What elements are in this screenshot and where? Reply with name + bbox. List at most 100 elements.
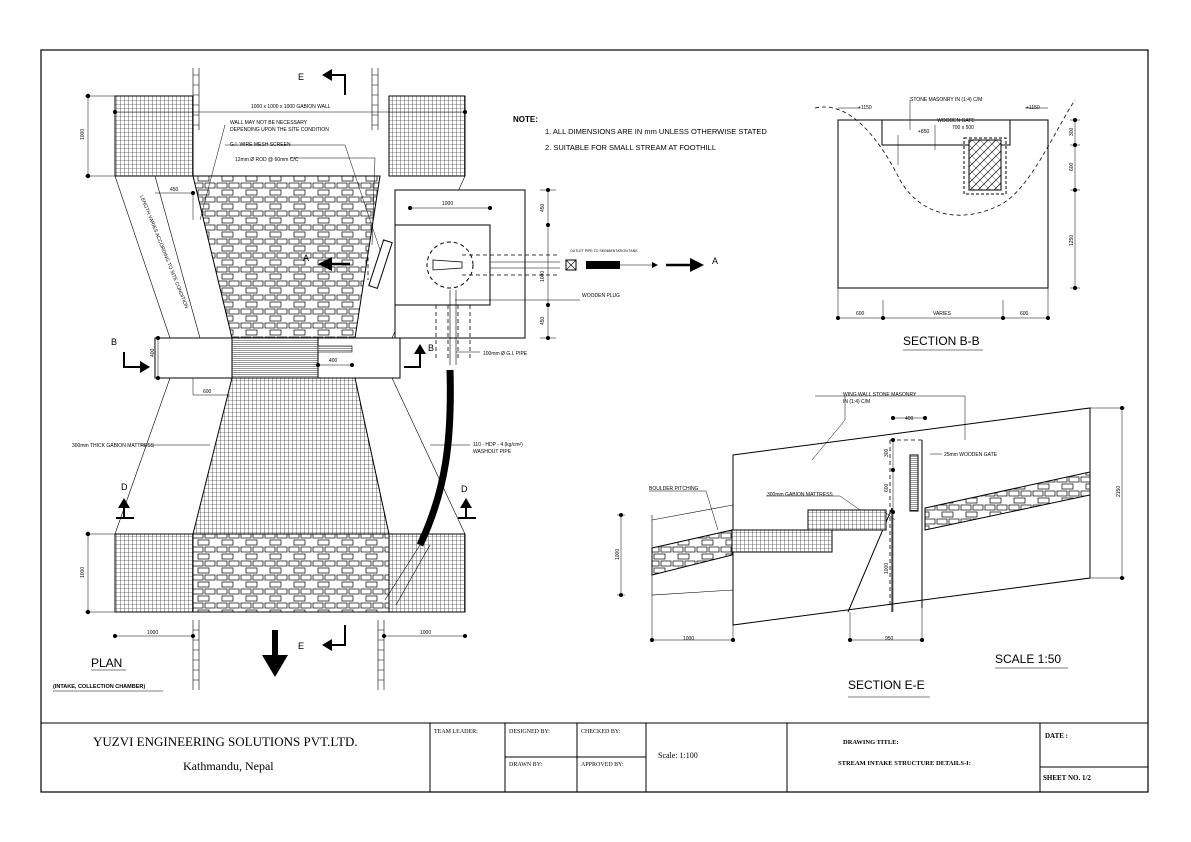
ee-mattress-1 — [731, 529, 833, 553]
gabion-wall-bottom-right — [388, 533, 466, 613]
plan-label-wall-note-2: DEPENDING UPON THE SITE CONDITION — [230, 127, 329, 133]
washout-pipe — [416, 369, 454, 547]
dim-dots — [85, 93, 550, 638]
dim-600: 600 — [203, 389, 212, 395]
gabion-wall-top-left — [114, 95, 194, 177]
dim-450-c: 450 — [540, 316, 546, 325]
section-ee-title: SECTION E-E — [848, 678, 925, 692]
plan-label-outlet-pipe: OUTLET PIPE TO SEDIMENTATION TANK — [570, 249, 638, 253]
ee-label-boulder: BOULDER PITCHING — [649, 486, 699, 492]
weir-screen — [231, 337, 319, 379]
collection-chamber-inner — [394, 224, 491, 306]
section-bb-title: SECTION B-B — [903, 334, 980, 348]
ee-gate — [909, 454, 919, 512]
bank-ticks — [193, 74, 384, 681]
plan-label-washout-2: WASHOUT PIPE — [473, 449, 512, 455]
mark-a-right: A — [712, 256, 718, 266]
bb-dim-600v: 600 — [1069, 162, 1075, 171]
note-1: 1. ALL DIMENSIONS ARE IN mm UNLESS OTHER… — [545, 127, 767, 136]
ee-label-wing-wall-1: WING WALL STONE MASONRY — [843, 392, 917, 398]
date-label: DATE : — [1045, 732, 1068, 740]
bb-dim-600b: 600 — [1020, 311, 1029, 317]
mark-d-left: D — [121, 482, 128, 492]
mark-b-left: B — [111, 337, 117, 347]
sheet-number: SHEET NO. 1/2 — [1043, 774, 1091, 782]
ee-dim-400: 400 — [905, 416, 914, 422]
dim-1000-bl: 1000 — [147, 630, 158, 636]
dim-1000-ch: 1000 — [442, 201, 453, 207]
company-location: Kathmandu, Nepal — [183, 759, 274, 773]
bb-wooden-gate — [968, 139, 1002, 191]
flow-arrow — [262, 630, 288, 677]
ee-label-wing-wall-2: IN (1:4) C/M — [843, 399, 870, 405]
plan-label-gi-pipe: 100mm Ø G.I. PIPE — [483, 351, 528, 357]
scale-value: Scale: 1:100 — [658, 751, 698, 760]
dim-400-a: 400 — [150, 348, 156, 357]
plan-label-washout-1: 110 - HDP - 4 (kg/cm²) — [473, 442, 523, 448]
dim-1000-left: 1000 — [80, 129, 86, 140]
bb-label-wooden-gate: WOODEN GATE — [937, 118, 975, 124]
mark-e-top: E — [298, 72, 304, 82]
ee-mattress-2 — [807, 509, 887, 531]
ee-dim-600: 600 — [884, 483, 890, 492]
dim-1000-chv: 1000 — [540, 271, 546, 282]
section-arrow-a-right — [666, 258, 704, 272]
gabion-wall-bottom-left — [114, 533, 194, 613]
mesh-screen — [368, 239, 393, 290]
dim-1000-br: 1000 — [420, 630, 431, 636]
bb-gate-frame — [963, 137, 1007, 195]
designed-by-label: DESIGNED BY: — [509, 729, 550, 735]
ee-label-gate: 25mm WOODEN GATE — [944, 452, 998, 458]
ee-dim-950: 950 — [885, 636, 894, 642]
bb-dim-1250: 1250 — [1069, 235, 1075, 246]
checked-by-label: CHECKED BY: — [581, 729, 621, 735]
ee-dim-1000v: 1000 — [615, 549, 621, 560]
outlet-pipe — [586, 261, 620, 269]
ee-dim-300: 300 — [884, 448, 890, 457]
plan-label-mattress: 300mm THICK GABION MATTRESS — [72, 443, 155, 449]
bb-dim-600a: 600 — [856, 311, 865, 317]
plan-label-mesh-screen: G.I. WIRE MESH SCREEN — [230, 142, 291, 148]
bb-label-lev2: +1150 — [1026, 105, 1040, 111]
company-name: YUZVI ENGINEERING SOLUTIONS PVT.LTD. — [93, 734, 358, 749]
approved-by-label: APPROVED BY: — [581, 762, 624, 768]
gabion-wall-top-right — [388, 95, 466, 177]
section-bb-view — [814, 99, 1080, 351]
section-arrow-b-left — [123, 352, 150, 373]
bb-label-gate-size: 700 x 500 — [952, 125, 974, 131]
plan-label-wall-note-1: WALL MAY NOT BE NECESSARY — [230, 120, 308, 126]
plan-label-rod: 12mm Ø ROD @ 60mm C/C — [235, 157, 299, 163]
team-leader-label: TEAM LEADER: — [434, 729, 478, 735]
mark-d-right: D — [461, 484, 468, 494]
bb-label-masonry: STONE MASONRY IN (1:4) C/M — [910, 97, 982, 103]
chamber-manhole — [426, 241, 474, 289]
section-arrow-a-left — [318, 257, 350, 271]
plan-label-length-note: LENGTH VARIES ACCORDING TO SITE CONDITIO… — [138, 195, 189, 310]
weir-inlet — [317, 345, 353, 353]
ee-slope-wall — [847, 507, 893, 613]
bb-outline — [837, 119, 1049, 289]
ee-wing-wall — [732, 407, 1091, 626]
section-arrow-e-top — [322, 69, 346, 95]
dim-450-a: 450 — [170, 187, 179, 193]
gabion-mattress-lower — [192, 377, 390, 535]
bb-label-lev1: +1150 — [858, 105, 872, 111]
drawing-title-value: STREAM INTAKE STRUCTURE DETAILS-I: — [838, 760, 971, 767]
stone-pitching-bottom — [192, 533, 390, 613]
bb-dim-varies: VARIES — [933, 311, 952, 317]
dim-1000-bv: 1000 — [80, 567, 86, 578]
note-2: 2. SUITABLE FOR SMALL STREAM AT FOOTHILL — [545, 143, 716, 152]
dim-400-b: 400 — [329, 358, 338, 364]
mark-e-bottom: E — [298, 641, 304, 651]
ee-label-mattress: 300mm GABION MATTRESS — [767, 492, 833, 498]
ee-dim-1000h: 1000 — [884, 563, 890, 574]
plan-title: PLAN — [91, 656, 122, 670]
title-block — [41, 722, 1148, 792]
ee-downstream-pitching — [924, 471, 1091, 531]
ee-boulder-pitching — [651, 529, 733, 576]
plan-subtitle: (INTAKE, COLLECTION CHAMBER) — [53, 684, 145, 690]
ee-scale: SCALE 1:50 — [995, 652, 1061, 666]
drawn-by-label: DRAWN BY: — [509, 762, 542, 768]
section-arrow-e-bottom — [322, 625, 346, 651]
